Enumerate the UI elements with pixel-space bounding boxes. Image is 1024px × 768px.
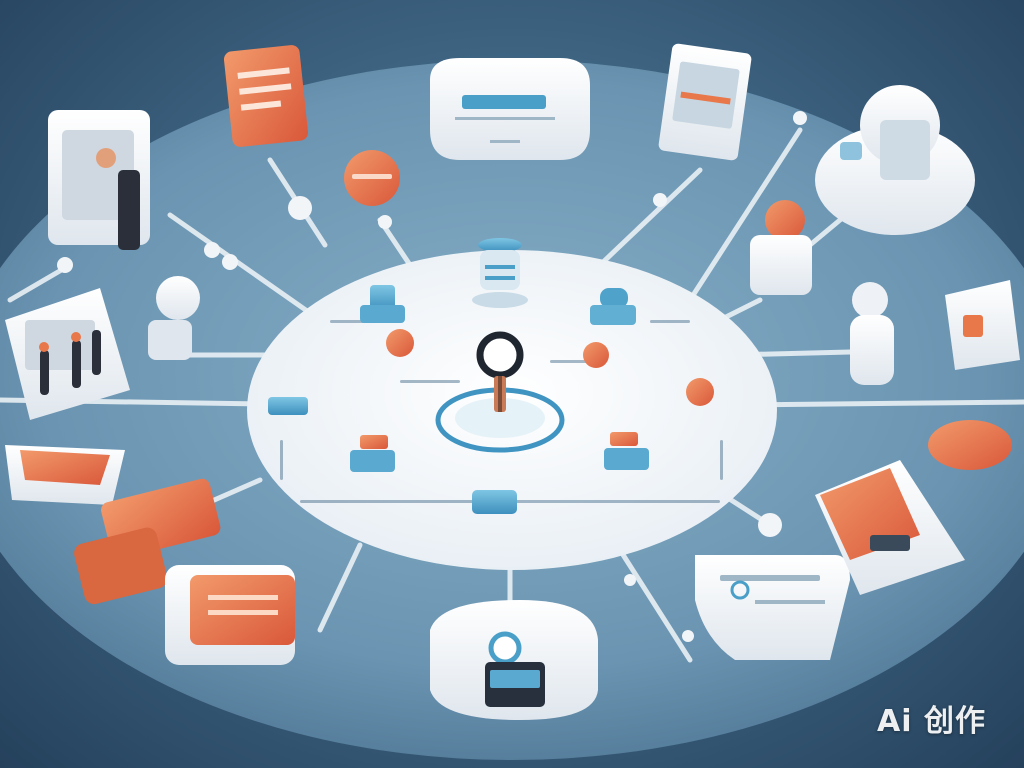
stacked-database-icon bbox=[472, 238, 528, 308]
cloud-icon bbox=[815, 85, 975, 235]
chat-bubble-icon bbox=[600, 288, 628, 308]
user-avatar-icon bbox=[148, 200, 894, 385]
team-presentation-tile bbox=[5, 288, 130, 420]
document-icon bbox=[370, 285, 395, 311]
orange-ticket-tile bbox=[5, 445, 125, 505]
monitor-icon bbox=[658, 43, 752, 161]
magnifier-icon bbox=[476, 331, 524, 412]
wallet-icon bbox=[74, 478, 221, 605]
folder-icon bbox=[268, 397, 308, 415]
message-bubble-tile bbox=[430, 58, 590, 160]
bottom-monitor-tile bbox=[430, 600, 598, 720]
certificate-card-icon bbox=[223, 45, 309, 147]
watermark: Ai 创作 bbox=[877, 704, 986, 739]
connector-nodes bbox=[57, 111, 807, 642]
folder-card-tile bbox=[165, 565, 295, 665]
badge-icon bbox=[386, 329, 414, 357]
orange-button-icon bbox=[928, 420, 1012, 470]
right-doc-tile bbox=[945, 280, 1020, 370]
id-card-tile bbox=[48, 110, 150, 250]
orange-card-tile bbox=[815, 460, 965, 595]
bottom-document-tile bbox=[695, 555, 850, 660]
